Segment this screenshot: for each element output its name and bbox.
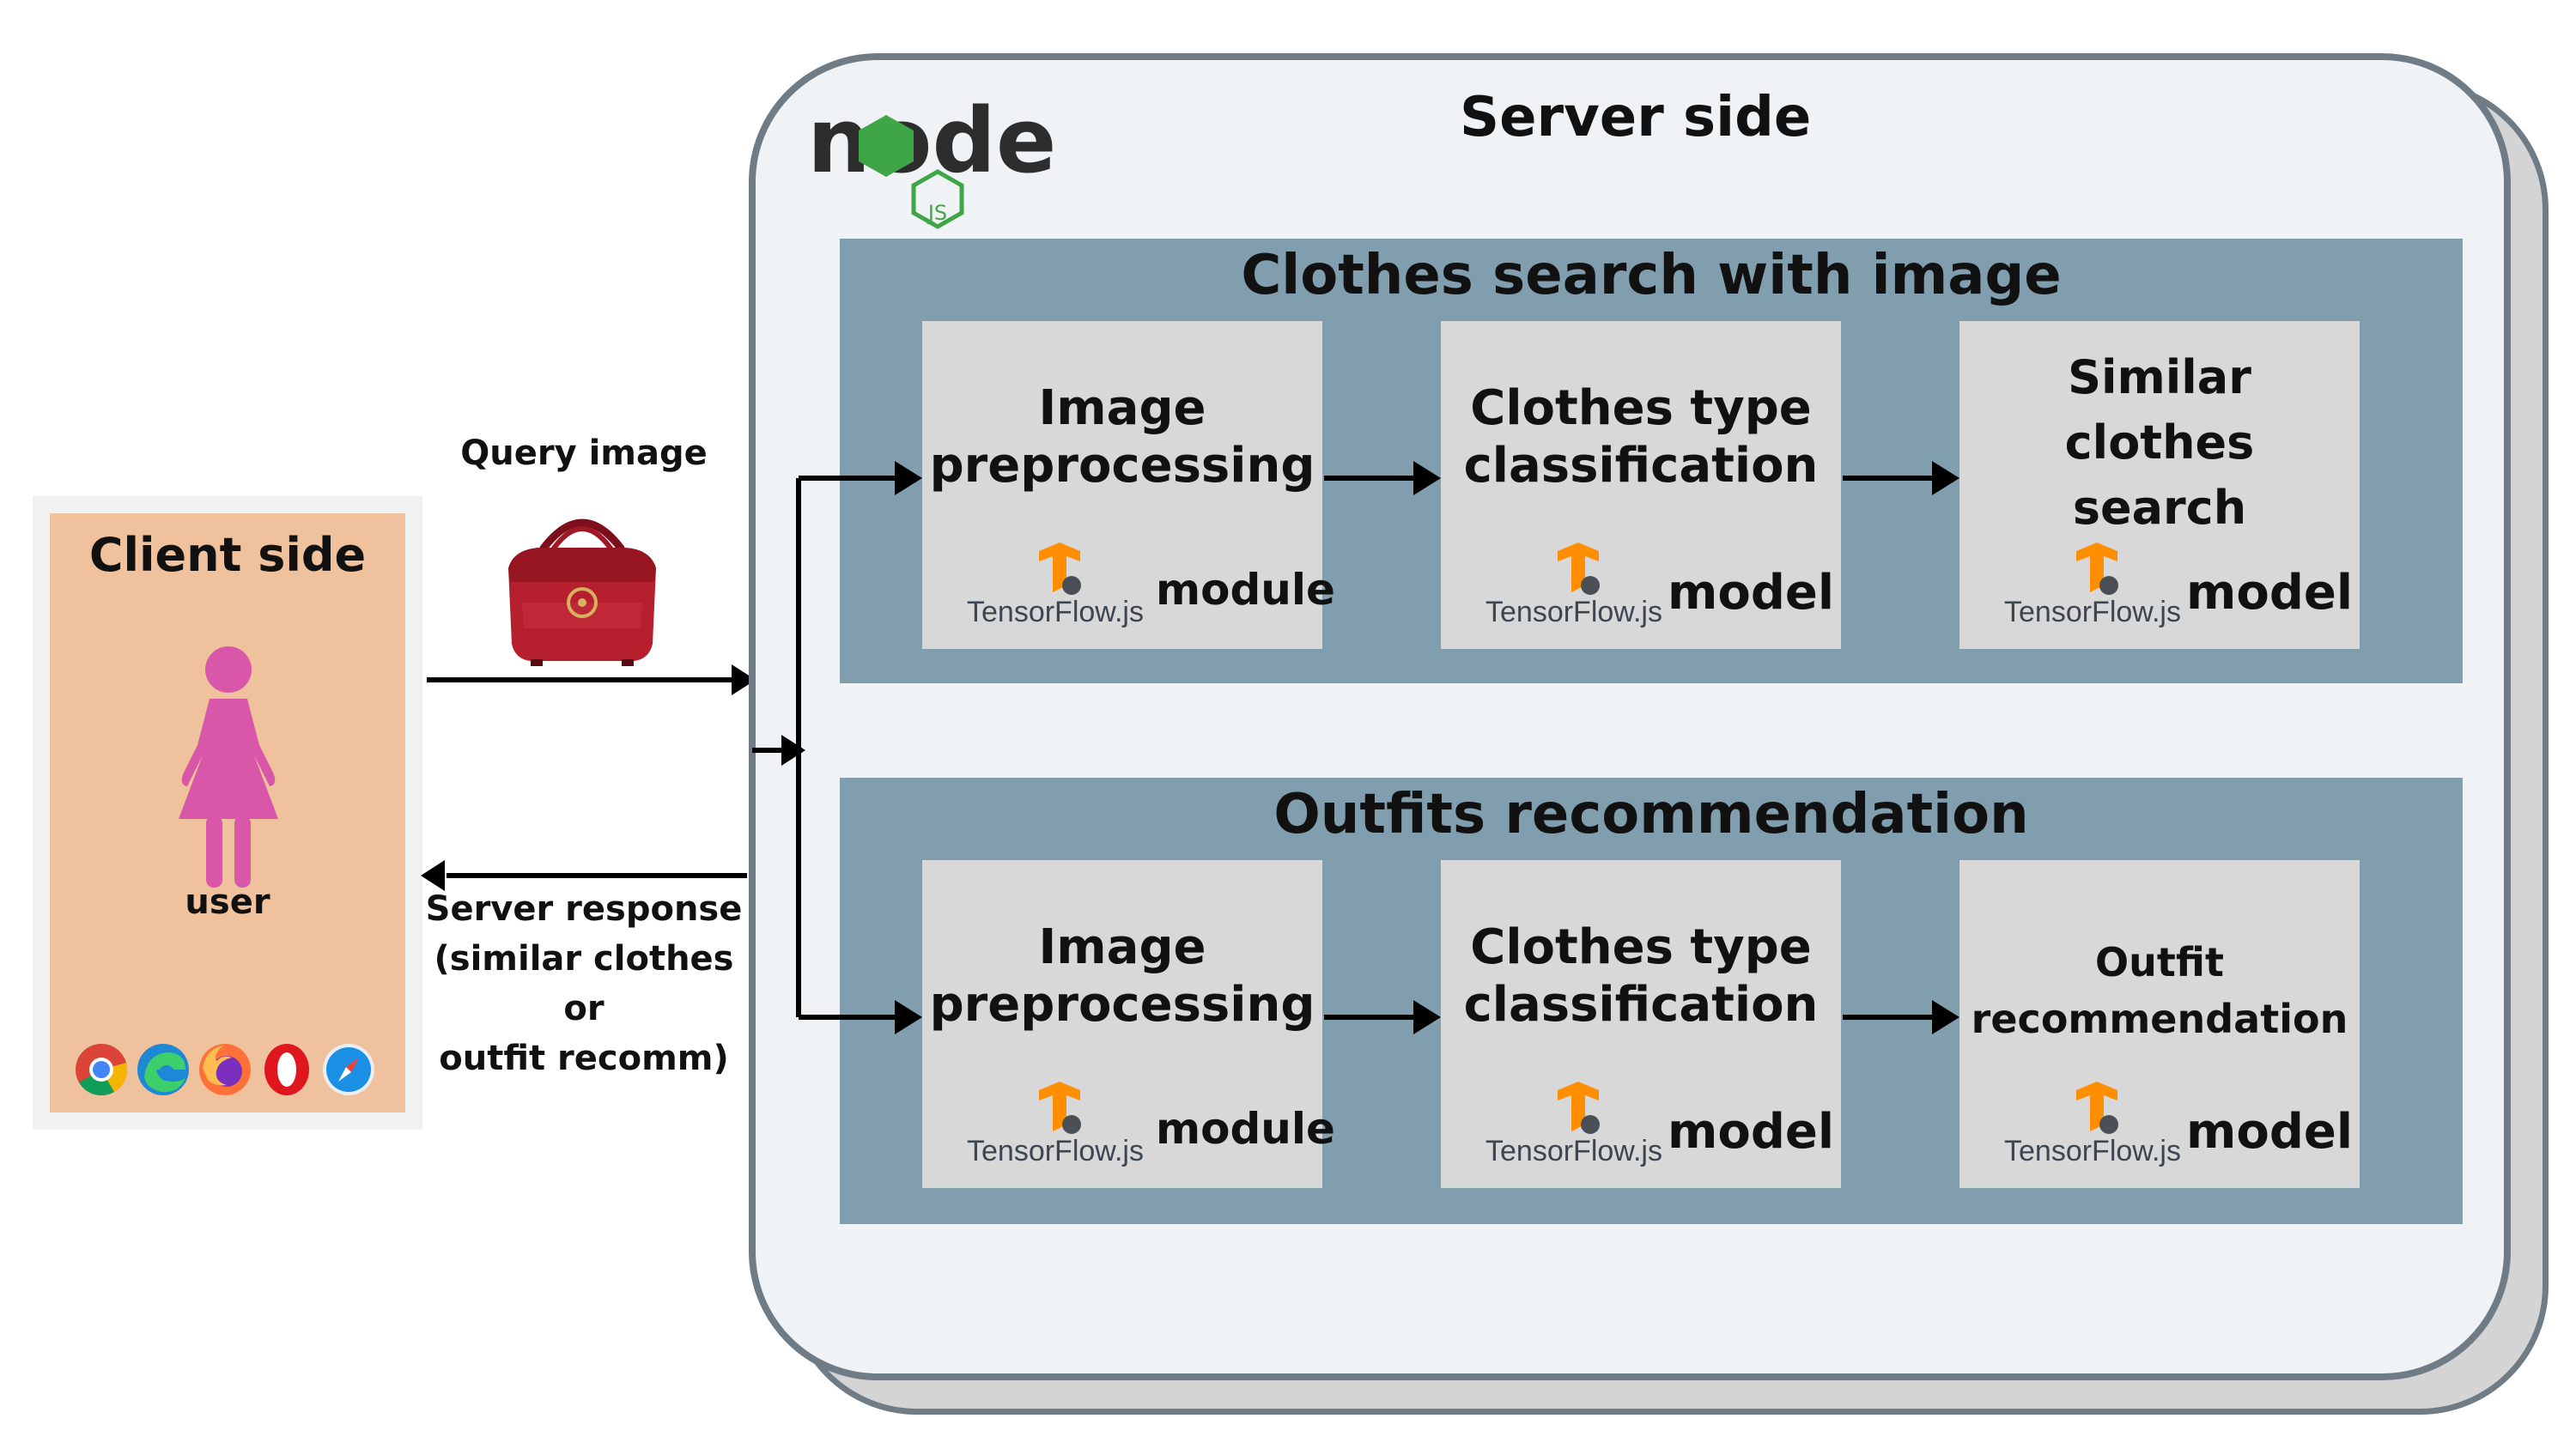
card-tag: model <box>1668 565 1835 621</box>
tensorflow-icon <box>1558 543 1600 595</box>
card-title-line: preprocessing <box>929 977 1315 1034</box>
user-figure-icon <box>179 646 278 888</box>
card-title-line: Image <box>1038 919 1206 975</box>
nodejs-logo-icon: node JS <box>807 88 1056 229</box>
tensorflow-icon <box>2076 1082 2118 1134</box>
edge-icon <box>137 1044 189 1095</box>
nodejs-badge-text: JS <box>927 201 947 225</box>
tensorflow-icon <box>2076 543 2118 595</box>
user-label: user <box>185 882 270 922</box>
tensorflow-label: TensorFlow.js <box>1485 1135 1662 1167</box>
server-response-line: or <box>563 989 605 1028</box>
image-preprocessing-card: Image preprocessing TensorFlow.js module <box>922 860 1335 1188</box>
card-tag: module <box>1156 1104 1335 1154</box>
tensorflow-icon <box>1039 543 1081 595</box>
tensorflow-label: TensorFlow.js <box>1485 596 1662 628</box>
server-response-label: Server response (similar clothes or outf… <box>421 884 747 1083</box>
outfits-recommendation-panel-title: Outfits recommendation <box>1273 783 2029 846</box>
query-image-label: Query image <box>460 433 708 473</box>
opera-icon <box>264 1044 309 1095</box>
card-title-line: search <box>2072 481 2247 535</box>
server-side-title: Server side <box>1460 86 1812 149</box>
card-title-line: clothes <box>2064 415 2255 470</box>
card-title-line: Clothes type <box>1470 919 1812 975</box>
server-response-line: (similar clothes <box>434 939 734 979</box>
tensorflow-icon <box>1558 1082 1600 1134</box>
card-title-line: Outfit <box>2095 939 2224 985</box>
clothes-type-classification-card: Clothes type classification TensorFlow.j… <box>1441 860 1841 1188</box>
card-title-line: classification <box>1463 977 1819 1034</box>
chrome-icon <box>76 1044 128 1096</box>
tensorflow-icon <box>1039 1082 1081 1134</box>
card-tag: model <box>2186 1104 2354 1160</box>
firefox-icon <box>199 1044 251 1095</box>
image-preprocessing-card: Image preprocessing TensorFlow.js module <box>922 321 1335 649</box>
card-title-line: Similar <box>2068 350 2251 404</box>
tensorflow-label: TensorFlow.js <box>967 1135 1144 1167</box>
tensorflow-label: TensorFlow.js <box>967 596 1144 628</box>
card-title-line: Image <box>1038 380 1206 436</box>
card-title-line: preprocessing <box>929 438 1315 494</box>
safari-icon <box>323 1044 374 1095</box>
server-response-line: Server response <box>425 889 743 929</box>
tensorflow-label: TensorFlow.js <box>2004 1135 2181 1167</box>
similar-clothes-search-card: Similar clothes search TensorFlow.js mod… <box>1959 321 2360 649</box>
card-tag: module <box>1156 565 1335 615</box>
outfit-recommendation-card: Outfit recommendation TensorFlow.js mode… <box>1959 860 2360 1188</box>
card-title-line: recommendation <box>1971 996 2348 1042</box>
card-title-line: classification <box>1463 438 1819 494</box>
server-response-line: outfit recomm) <box>439 1039 729 1078</box>
clothes-type-classification-card: Clothes type classification TensorFlow.j… <box>1441 321 1841 649</box>
handbag-image <box>508 518 656 666</box>
card-tag: model <box>2186 565 2354 621</box>
card-tag: model <box>1668 1104 1835 1160</box>
client-side-title: Client side <box>88 528 367 582</box>
tensorflow-label: TensorFlow.js <box>2004 596 2181 628</box>
card-title-line: Clothes type <box>1470 380 1812 436</box>
clothes-search-panel-title: Clothes search with image <box>1241 244 2062 307</box>
